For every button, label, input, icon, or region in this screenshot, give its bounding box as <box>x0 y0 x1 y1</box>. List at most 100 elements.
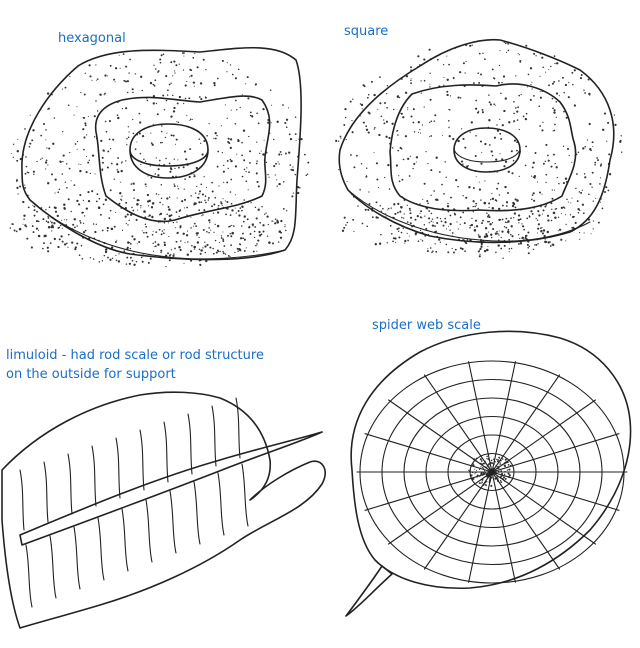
stipple-dot <box>85 134 88 136</box>
stipple-dot <box>356 154 358 157</box>
stipple-dot <box>46 92 50 95</box>
stipple-dot <box>518 128 520 131</box>
stipple-dot <box>399 210 402 213</box>
stipple-dot <box>500 137 503 140</box>
stipple-dot <box>365 167 368 170</box>
stipple-dot <box>353 230 355 233</box>
stipple-dot <box>272 220 274 222</box>
stipple-dot <box>195 225 198 227</box>
stipple-dot <box>404 242 406 244</box>
stipple-dot <box>478 110 480 112</box>
stipple-dot <box>429 72 431 75</box>
stipple-dot <box>517 243 520 245</box>
stipple-dot <box>50 221 53 224</box>
stipple-dot <box>541 213 544 215</box>
stipple-dot <box>390 207 392 209</box>
stipple-dot <box>242 129 246 132</box>
stipple-dot <box>420 80 422 82</box>
stipple-dot <box>480 482 482 484</box>
stipple-dot <box>131 206 133 209</box>
stipple-dot <box>424 215 426 217</box>
web-radial-thread <box>491 471 596 545</box>
stipple-dot <box>228 142 231 145</box>
stipple-dot <box>152 102 155 105</box>
stipple-dot <box>189 68 192 71</box>
stipple-dot <box>533 177 536 179</box>
stipple-dot <box>592 146 594 148</box>
stipple-dot <box>477 72 479 74</box>
stipple-dot <box>490 233 493 236</box>
stipple-dot <box>229 225 232 227</box>
stipple-dot <box>455 179 458 182</box>
stipple-dot <box>499 132 502 135</box>
stipple-dot <box>117 116 120 120</box>
stipple-dot <box>221 152 223 154</box>
stipple-dot <box>226 201 229 203</box>
stipple-dot <box>474 219 478 222</box>
stipple-dot <box>47 164 49 166</box>
stipple-dot <box>190 74 193 77</box>
stipple-dot <box>194 192 197 194</box>
stipple-dot <box>157 243 160 246</box>
stipple-dot <box>267 173 269 176</box>
stipple-dot <box>388 188 391 190</box>
stipple-dot <box>178 166 180 169</box>
stipple-dot <box>168 83 171 86</box>
stipple-dot <box>106 226 109 230</box>
limuloid-rod <box>235 397 241 459</box>
stipple-dot <box>415 161 417 163</box>
stipple-dot <box>576 200 579 203</box>
stipple-dot <box>539 96 543 99</box>
stipple-dot <box>479 140 483 143</box>
stipple-dot <box>530 83 532 86</box>
stipple-dot <box>417 131 420 133</box>
limuloid-rod <box>139 429 145 491</box>
stipple-dot <box>56 214 59 218</box>
stipple-dot <box>274 218 277 220</box>
stipple-dot <box>343 216 346 219</box>
stipple-dot <box>380 210 383 212</box>
web-radial-thread <box>491 399 596 473</box>
stipple-dot <box>74 226 76 229</box>
limuloid-rod-lower <box>25 544 33 608</box>
stipple-dot <box>59 160 62 163</box>
stipple-dot <box>566 147 570 150</box>
limuloid-rod-lower <box>241 463 249 527</box>
stipple-dot <box>172 75 174 77</box>
stipple-dot <box>48 206 51 208</box>
label-limuloid: limuloid - had rod scale or rod structur… <box>6 346 264 384</box>
stipple-dot <box>231 224 233 226</box>
stipple-dot <box>214 239 217 242</box>
stipple-dot <box>544 160 547 163</box>
stipple-dot <box>173 183 175 185</box>
stipple-dot <box>500 236 502 239</box>
stipple-dot <box>297 191 300 195</box>
stipple-dot <box>532 95 535 97</box>
stipple-dot <box>171 94 174 97</box>
stipple-dot <box>491 192 493 195</box>
stipple-dot <box>419 229 422 232</box>
stipple-dot <box>152 242 154 245</box>
stipple-dot <box>245 83 247 85</box>
stipple-dot <box>551 97 554 100</box>
stipple-dot <box>508 251 510 253</box>
stipple-dot <box>344 108 347 111</box>
stipple-dot <box>222 170 225 173</box>
stipple-dot <box>163 222 166 224</box>
stipple-dot <box>129 243 132 245</box>
stipple-dot <box>247 97 250 100</box>
stipple-dot <box>30 246 33 249</box>
stipple-dot <box>173 185 176 188</box>
stipple-dot <box>188 97 191 100</box>
stipple-dot <box>213 84 216 87</box>
stipple-dot <box>162 53 165 56</box>
stipple-dot <box>490 198 492 201</box>
stipple-dot <box>103 94 105 96</box>
stipple-dot <box>289 137 293 141</box>
stipple-dot <box>267 223 269 226</box>
stipple-dot <box>175 240 178 243</box>
stipple-dot <box>134 73 136 75</box>
stipple-dot <box>123 250 126 252</box>
stipple-dot <box>554 216 557 219</box>
stipple-dot <box>434 198 437 201</box>
